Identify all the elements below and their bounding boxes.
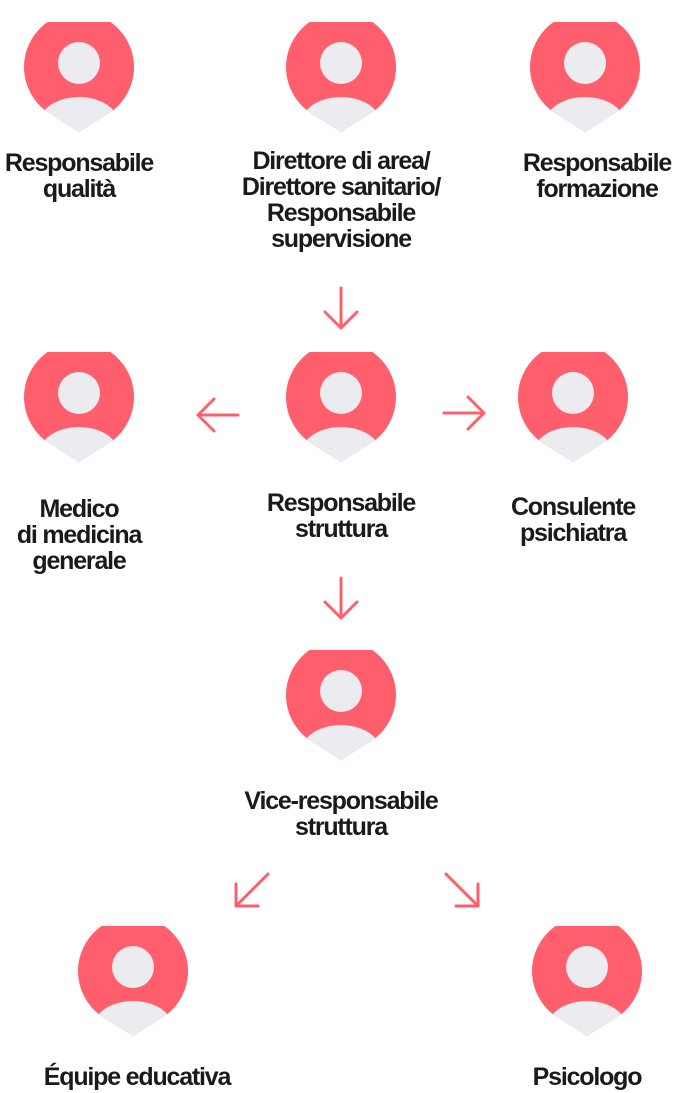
label-psychologist: Psicologo	[532, 1063, 643, 1091]
node-structure-manager-person-icon	[286, 352, 396, 462]
node-training-person-icon	[530, 22, 640, 132]
arrow-down-icon	[316, 284, 366, 334]
label-educators: Équipe educativa	[43, 1063, 232, 1091]
node-vice-manager-person-icon	[286, 650, 396, 760]
arrow-right-icon	[440, 388, 490, 438]
node-psychologist-person-icon	[532, 926, 642, 1036]
node-educators-person-icon	[78, 926, 188, 1036]
arrow-left-icon	[192, 390, 242, 440]
label-area-director: Direttore di area/Direttore sanitario/Re…	[241, 147, 441, 253]
arrow-down-left-icon	[226, 866, 276, 916]
arrow-down-right-icon	[438, 866, 488, 916]
node-psychiatrist-person-icon	[518, 352, 628, 462]
node-area-director-person-icon	[286, 22, 396, 132]
arrow-down-icon	[316, 574, 366, 624]
node-quality-person-icon	[24, 22, 134, 132]
node-gp-person-icon	[24, 352, 134, 462]
